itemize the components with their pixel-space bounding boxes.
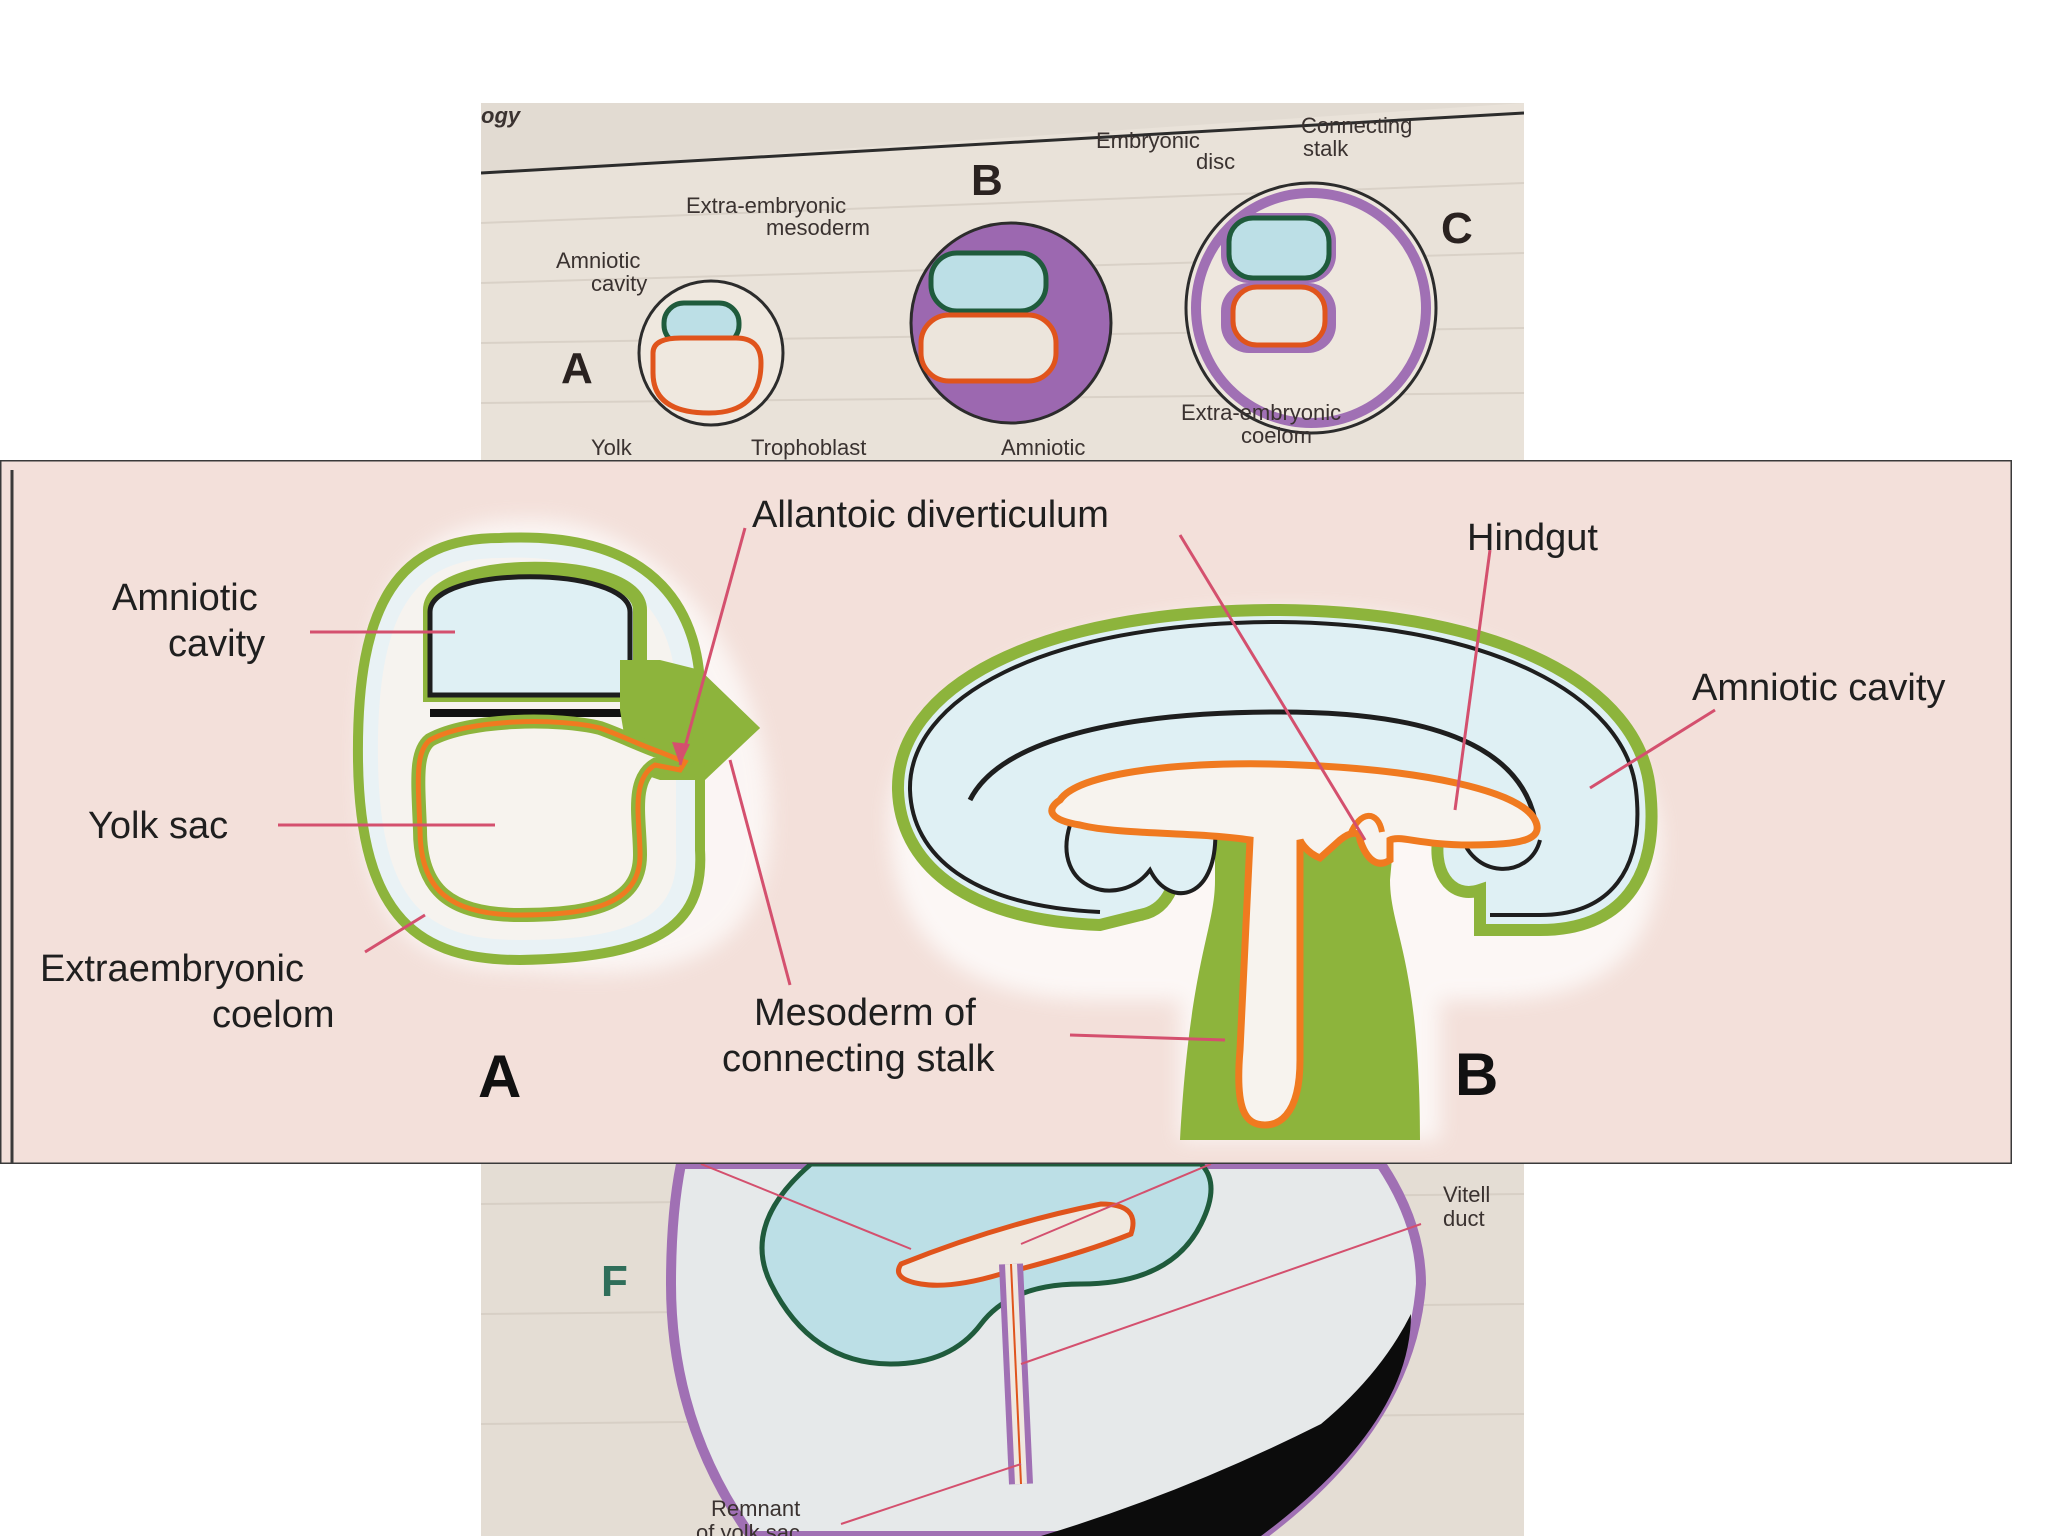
- amniotic-cavity-b-label: Amniotic cavity: [1692, 667, 1945, 709]
- mesoderm-connecting-stalk-label-line1: Mesoderm of: [754, 992, 976, 1034]
- figure-b-letter: B: [1455, 1041, 1498, 1108]
- extraembryonic-coelom-label-line2: coelom: [212, 994, 335, 1036]
- embryonic-disc-label-line1: Embryonic: [1096, 128, 1200, 153]
- main-figure: Amniotic cavity Yolk sac Extraembryonic …: [0, 460, 2012, 1164]
- stage-a-sphere: [639, 281, 783, 425]
- stage-b-sphere: [911, 223, 1111, 423]
- stage-f-sac: [671, 1164, 1421, 1536]
- coelom-label-line1: Extra-embryonic: [1181, 400, 1341, 425]
- figure-a-letter: A: [478, 1043, 521, 1110]
- header-fragment: ogy: [481, 103, 522, 128]
- connecting-stalk-label-line2: stalk: [1303, 136, 1349, 161]
- amniotic-label-line2: cavity: [591, 271, 647, 296]
- amniotic-cavity-a-label-line2: cavity: [168, 623, 265, 665]
- trophoblast-label: Trophoblast: [751, 435, 866, 460]
- amniotic-cavity-a-label-line1: Amniotic: [112, 577, 258, 619]
- top-textbook-photo: ogy A Amniotic cavity Yolk B Extra-embry…: [481, 103, 1524, 463]
- stage-c-sphere: [1186, 183, 1436, 433]
- hindgut-label: Hindgut: [1467, 517, 1598, 559]
- embryonic-disc-label-line2: disc: [1196, 149, 1235, 174]
- cord-fragment-label: cord: [1441, 1164, 1484, 1165]
- yolk-sac-label: Yolk sac: [88, 805, 228, 847]
- vitelline-label-line1: Vitell: [1443, 1182, 1490, 1207]
- bottom-photo-diagram: F cord Vitell duct Remnant of yolk sac: [481, 1164, 1524, 1536]
- amniotic-label-line1: Amniotic: [556, 248, 640, 273]
- mesoderm-connecting-stalk-label-line2: connecting stalk: [722, 1038, 995, 1080]
- top-photo-diagram: ogy A Amniotic cavity Yolk B Extra-embry…: [481, 103, 1524, 463]
- stage-a-letter: A: [561, 344, 593, 393]
- stage-f-letter: F: [601, 1257, 628, 1306]
- amniotic-b-label: Amniotic: [1001, 435, 1085, 460]
- remnant-label-line2: of yolk sac: [696, 1520, 800, 1536]
- allantoic-diverticulum-label: Allantoic diverticulum: [752, 494, 1109, 536]
- main-figure-diagram: Amniotic cavity Yolk sac Extraembryonic …: [0, 460, 2012, 1164]
- stage-b-letter: B: [971, 156, 1003, 205]
- stage-c-letter: C: [1441, 204, 1473, 253]
- connecting-stalk-label-line1: Connecting: [1301, 113, 1412, 138]
- yolk-label: Yolk: [591, 435, 633, 460]
- coelom-label-line2: coelom: [1241, 423, 1312, 448]
- mesoderm-label-line2: mesoderm: [766, 215, 870, 240]
- extraembryonic-coelom-label-line1: Extraembryonic: [40, 948, 304, 990]
- remnant-label-line1: Remnant: [711, 1496, 800, 1521]
- vitelline-label-line2: duct: [1443, 1206, 1485, 1231]
- bottom-textbook-photo: F cord Vitell duct Remnant of yolk sac: [481, 1164, 1524, 1536]
